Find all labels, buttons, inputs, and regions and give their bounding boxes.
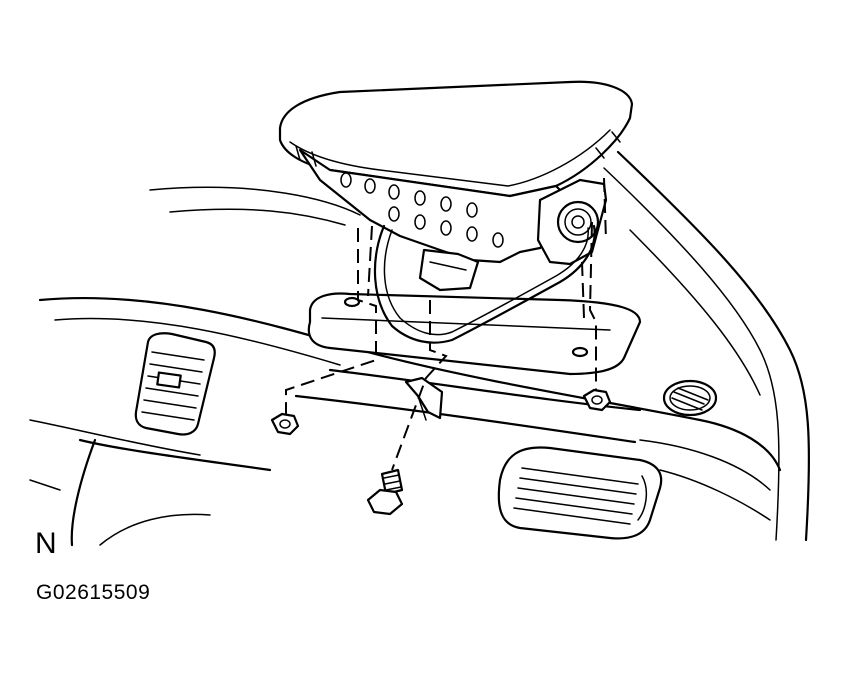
dash-clip [404, 376, 444, 421]
left-nut [270, 412, 300, 436]
view-letter: N [35, 527, 57, 560]
dashboard-outline [38, 150, 811, 542]
figure-id: G02615509 [36, 581, 151, 604]
assembly-guide-lines [285, 177, 607, 471]
bolt [366, 468, 404, 516]
airbag-opening [307, 292, 642, 376]
airbag-module [278, 80, 634, 344]
module-holes [340, 172, 504, 248]
right-nut [582, 388, 612, 412]
dash-right-panel [639, 439, 771, 521]
round-vent [662, 379, 718, 417]
center-air-vent [497, 446, 663, 540]
left-air-vent [134, 332, 216, 436]
dash-left-panel [29, 419, 272, 547]
